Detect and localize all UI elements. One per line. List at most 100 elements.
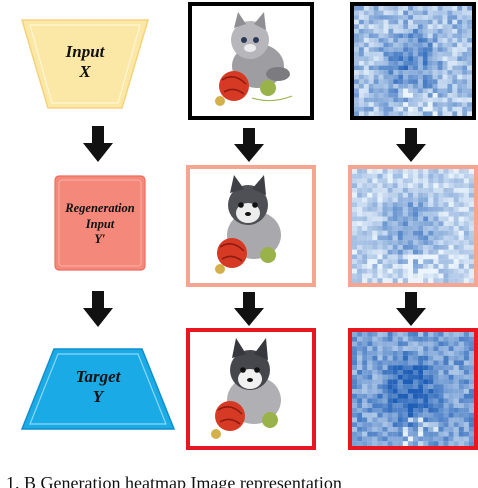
heatmap-cell	[352, 197, 358, 203]
heatmap-cell	[432, 97, 438, 103]
heatmap-cell	[392, 417, 398, 423]
heatmap-cell	[398, 6, 404, 11]
heatmap-cell	[422, 19, 428, 25]
heatmap-cell	[453, 169, 459, 174]
heatmap-cell	[448, 221, 454, 227]
heatmap-cell	[362, 422, 368, 428]
heatmap-cell	[357, 178, 363, 184]
heatmap-cell	[382, 384, 388, 390]
heatmap-cell	[358, 88, 364, 94]
heatmap-cell	[423, 351, 429, 356]
heatmap-cell	[428, 403, 434, 409]
heatmap-cell	[377, 441, 383, 446]
heatmap-cell	[402, 408, 409, 413]
heatmap-cell	[377, 365, 383, 371]
heatmap-cell	[367, 178, 373, 184]
heatmap-cell	[438, 403, 444, 409]
heatmap-cell	[468, 422, 474, 428]
heatmap-cell	[387, 268, 393, 274]
heatmap-cell	[413, 173, 419, 179]
heatmap-cell	[443, 417, 449, 423]
heatmap-cell	[443, 216, 449, 222]
heatmap-cell	[382, 336, 388, 342]
heatmap-cell	[397, 264, 403, 269]
heatmap-cell	[354, 10, 360, 16]
heatmap-cell	[453, 240, 459, 246]
heatmap-cell	[453, 202, 459, 208]
heatmap-cell	[452, 93, 458, 98]
heatmap-cell	[367, 341, 373, 347]
heatmap-cell	[368, 111, 374, 116]
heatmap-cell	[377, 264, 383, 269]
heatmap-cell	[438, 431, 444, 437]
heatmap-cell	[428, 441, 434, 446]
heatmap-cell	[433, 346, 439, 352]
heatmap-cell	[433, 341, 439, 347]
heatmap-cell	[392, 427, 398, 432]
heatmap-cell	[457, 88, 463, 94]
heatmap-cell	[372, 370, 378, 375]
heatmap-cell	[418, 273, 424, 279]
heatmap-cell	[387, 431, 393, 437]
heatmap-cell	[443, 384, 449, 390]
heatmap-cell	[423, 235, 429, 241]
heatmap-cell	[362, 403, 368, 409]
heatmap-cell	[392, 341, 398, 347]
heatmap-cell	[413, 245, 419, 250]
heatmap-cell	[468, 398, 474, 404]
heatmap-cell	[362, 379, 368, 385]
heatmap-cell	[392, 389, 398, 394]
heatmap-cell	[392, 351, 398, 356]
heatmap-cell	[362, 336, 368, 342]
heatmap-cell	[413, 230, 419, 236]
heatmap-cell	[397, 422, 403, 428]
heatmap-cell	[362, 245, 368, 250]
heatmap-cell	[413, 19, 419, 25]
heatmap-cell	[463, 259, 470, 265]
heatmap-cell	[438, 188, 444, 193]
heatmap-cell	[377, 412, 383, 418]
heatmap-cell	[457, 42, 463, 48]
heatmap-cell	[438, 408, 444, 413]
heatmap-cell	[352, 268, 358, 274]
heatmap-cell	[367, 197, 373, 203]
heatmap-cell	[387, 355, 393, 361]
heatmap-cell	[443, 183, 449, 189]
heatmap-cell	[417, 79, 423, 85]
heatmap-cell	[352, 408, 358, 413]
heatmap-cell	[408, 51, 414, 57]
heatmap-cell	[357, 346, 363, 352]
heatmap-cell	[423, 169, 429, 174]
heatmap-cell	[387, 370, 393, 375]
heatmap-cell	[468, 393, 474, 399]
heatmap-cell	[372, 408, 378, 413]
heatmap-cell	[463, 188, 470, 193]
heatmap-cell	[458, 379, 464, 385]
regeneration-puppy-image	[186, 165, 316, 287]
heatmap-cell	[357, 384, 363, 390]
heatmap-cell	[418, 441, 424, 446]
heatmap-cell	[402, 436, 409, 442]
heatmap-cell	[423, 379, 429, 385]
heatmap-cell	[438, 427, 444, 432]
heatmap-cell	[443, 412, 449, 418]
heatmap-cell	[448, 197, 454, 203]
heatmap-cell	[462, 24, 468, 30]
heatmap-cell	[398, 24, 404, 30]
heatmap-cell	[468, 384, 474, 390]
heatmap-cell	[458, 259, 464, 265]
heatmap-cell	[447, 33, 453, 39]
heatmap-cell	[447, 106, 453, 112]
heatmap-cell	[437, 93, 443, 98]
heatmap-cell	[363, 79, 369, 85]
heatmap-cell	[462, 79, 468, 85]
heatmap-cell	[453, 436, 459, 442]
heatmap-cell	[357, 273, 363, 279]
heatmap-cell	[423, 360, 429, 366]
heatmap-cell	[453, 341, 459, 347]
heatmap-cell	[382, 278, 388, 283]
heatmap-cell	[457, 70, 463, 75]
heatmap-cell	[433, 332, 439, 337]
heatmap-cell	[422, 51, 428, 57]
heatmap-cell	[373, 56, 379, 62]
